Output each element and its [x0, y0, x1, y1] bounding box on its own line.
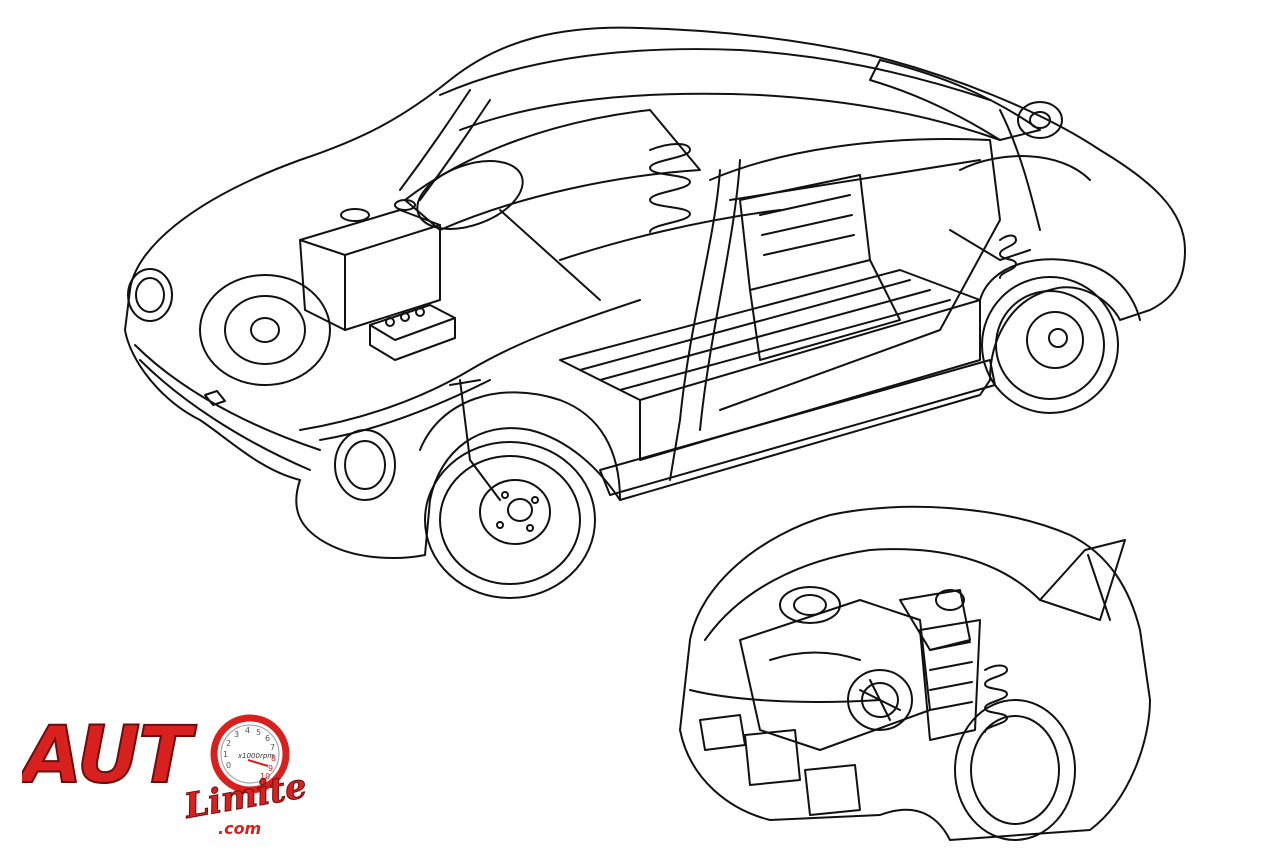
rear-engine-bay	[949, 101, 1091, 279]
svg-text:5: 5	[256, 728, 261, 737]
inset-tail-light-left	[699, 714, 746, 751]
front-badge	[204, 390, 226, 406]
svg-text:8: 8	[271, 754, 276, 763]
a-pillar	[399, 89, 471, 191]
svg-text:x1000rpm: x1000rpm	[237, 752, 274, 760]
inset-body-outline	[679, 505, 1151, 841]
inset-tail-light-right	[804, 764, 861, 816]
tachometer-icon: 0 1 2 3 4 5 6 7 8 9 10 x1000rpm	[210, 714, 290, 794]
main-car-cutaway	[124, 26, 1186, 599]
svg-text:0: 0	[226, 761, 231, 770]
svg-text:7: 7	[270, 743, 275, 752]
svg-text:6: 6	[265, 734, 270, 743]
svg-text:3: 3	[234, 730, 239, 739]
front-wheel	[424, 441, 596, 599]
headlamp-front	[127, 268, 173, 322]
logo-domain-suffix: .com	[218, 819, 261, 838]
spare-tire	[199, 274, 331, 386]
headlamp-side	[334, 429, 396, 501]
logo-word-auto: AUT	[22, 711, 197, 801]
seat	[739, 174, 901, 361]
steering-wheel	[416, 160, 524, 230]
b-pillar	[669, 169, 721, 481]
roof-line	[439, 48, 991, 101]
inset-rear-wheel	[954, 699, 1076, 841]
inset-side-window	[1039, 539, 1126, 621]
rear-wheel	[981, 276, 1119, 414]
front-bumper	[134, 344, 321, 451]
inset-license-plate	[744, 729, 801, 786]
rear-window	[869, 59, 1041, 141]
svg-text:9: 9	[268, 764, 273, 773]
inset-coil-spring	[984, 664, 1008, 733]
svg-text:10: 10	[260, 772, 270, 781]
battery	[369, 304, 456, 361]
svg-text:2: 2	[226, 739, 231, 748]
fuel-tank	[299, 199, 441, 331]
windshield	[404, 109, 701, 231]
front-wheel-arch	[419, 391, 621, 501]
rear-wheel-arch	[979, 258, 1141, 321]
svg-text:4: 4	[245, 726, 250, 735]
svg-text:1: 1	[223, 750, 228, 759]
car-body-outline	[124, 26, 1186, 559]
rear-engine-detail-inset	[679, 505, 1151, 841]
door-frame	[709, 138, 1001, 411]
coil-spring	[649, 143, 691, 233]
autolimite-logo: AUT 0 1 2 3 4 5 6 7 8 9 10 x1000rpm Limi…	[22, 710, 310, 838]
fan-housing	[919, 619, 981, 741]
c-pillar	[999, 109, 1041, 231]
